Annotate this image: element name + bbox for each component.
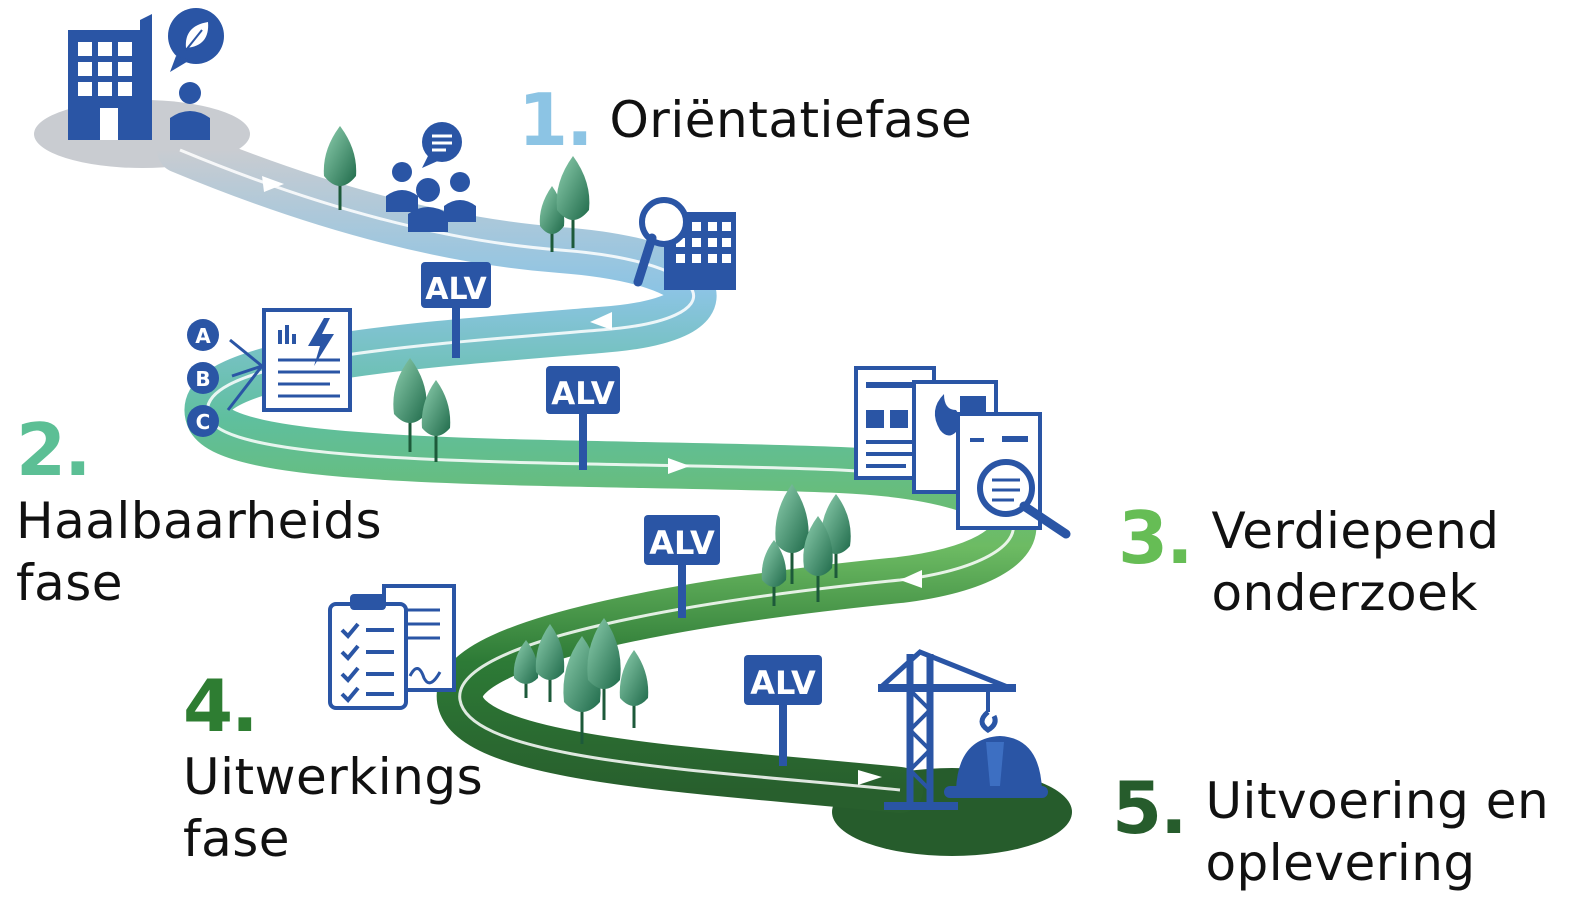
building-search-icon <box>633 197 736 290</box>
tree-icon <box>513 640 539 698</box>
phase-title: onderzoek <box>1211 564 1478 622</box>
alv-sign: ALV <box>421 262 491 358</box>
phase-number: 4. <box>183 664 258 748</box>
svg-text:C: C <box>196 410 211 434</box>
road-arrow <box>590 312 612 330</box>
svg-text:A: A <box>195 324 211 348</box>
phase-title: Haalbaarheids <box>16 492 383 550</box>
checklist-contract-icon <box>328 584 456 710</box>
road-arrow <box>858 770 882 785</box>
tree-icon <box>619 650 649 728</box>
phase-title: fase <box>183 810 291 868</box>
group-chat-icon <box>386 122 476 232</box>
phase-number: 5. <box>1112 766 1187 850</box>
road-arrow <box>668 458 690 474</box>
phase-title: oplevering <box>1205 834 1476 892</box>
tree-icon <box>535 624 565 702</box>
alv-sign: ALV <box>744 655 822 766</box>
road-arrow <box>262 176 284 192</box>
tree-icon <box>587 618 621 720</box>
phase-title: Oriëntatiefase <box>609 91 973 149</box>
hard-hat-icon <box>944 736 1048 798</box>
road-centerline <box>179 148 1015 792</box>
person-icon <box>170 82 210 140</box>
phase-number: 1. <box>518 78 593 162</box>
phase-title: Verdiepend <box>1211 502 1500 560</box>
svg-text:B: B <box>195 367 210 391</box>
phase-4-label: 4. Uitwerkings fase <box>183 666 483 870</box>
phase-number: 3. <box>1118 496 1193 580</box>
construction-crane-icon <box>878 649 1016 810</box>
phase-5-label: 5. Uitvoering en oplevering <box>1112 770 1549 894</box>
phase-3-label: 3. Verdiepend onderzoek <box>1118 500 1500 624</box>
svg-text:ALV: ALV <box>425 272 487 307</box>
phase-title: fase <box>16 554 124 612</box>
office-building-icon <box>68 14 152 140</box>
phase-title: Uitvoering en <box>1205 772 1550 830</box>
alv-sign: ALV <box>644 515 720 618</box>
svg-text:ALV: ALV <box>551 376 614 412</box>
alv-sign: ALV <box>546 366 620 470</box>
phase-1-label: 1. Oriëntatiefase <box>518 78 972 162</box>
option-c-badge: C <box>187 405 219 437</box>
leaf-speech-icon <box>168 8 224 72</box>
option-b-badge: B <box>187 362 219 394</box>
svg-text:ALV: ALV <box>649 524 715 562</box>
tree-icon <box>803 516 833 602</box>
tree-icon <box>556 156 590 248</box>
svg-text:ALV: ALV <box>750 664 816 702</box>
tree-icon <box>775 484 809 584</box>
phase-2-label: 2. Haalbaarheids fase <box>16 410 382 614</box>
tree-icon <box>761 540 787 606</box>
documents-inspection-icon <box>854 366 1071 539</box>
phase-title: Uitwerkings <box>183 748 484 806</box>
road-arrow <box>900 570 922 588</box>
tree-icon <box>393 358 427 452</box>
option-a-badge: A <box>187 319 219 351</box>
tree-icon <box>421 380 451 462</box>
energy-report-icon <box>226 308 352 412</box>
tree-icon <box>323 126 357 210</box>
phase-number: 2. <box>16 408 91 492</box>
